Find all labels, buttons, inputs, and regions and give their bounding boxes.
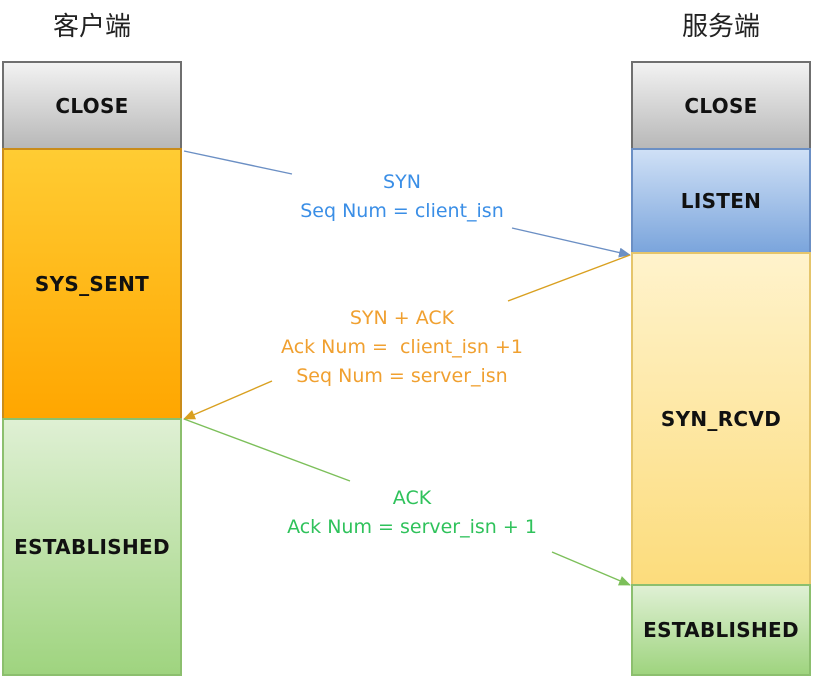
client-title: 客户端 xyxy=(52,12,131,42)
syn-message-line-2: Seq Num = client_isn xyxy=(300,200,504,222)
synack-message-line-2: Ack Num = client_isn +1 xyxy=(281,336,523,358)
server-state-syn-rcvd: SYN_RCVD xyxy=(631,252,811,586)
syn-arrow-segment-end xyxy=(511,227,631,258)
server-state-established: ESTABLISHED xyxy=(631,584,811,676)
ack-message-label: ACK Ack Num = server_isn + 1 xyxy=(232,484,592,542)
server-state-close: CLOSE xyxy=(631,61,811,150)
syn-message-line-1: SYN xyxy=(383,171,421,193)
server-state-listen: LISTEN xyxy=(631,148,811,254)
synack-message-line-1: SYN + ACK xyxy=(349,307,455,329)
synack-message-label: SYN + ACK Ack Num = client_isn +1 Seq Nu… xyxy=(232,304,572,391)
ack-arrow-segment-end xyxy=(551,551,631,586)
ack-message-line-2: Ack Num = server_isn + 1 xyxy=(287,516,537,538)
synack-arrow-segment-start xyxy=(507,254,631,302)
client-state-established: ESTABLISHED xyxy=(2,418,182,676)
synack-arrow-segment-end xyxy=(183,380,273,420)
ack-message-line-1: ACK xyxy=(392,487,432,509)
client-state-close: CLOSE xyxy=(2,61,182,150)
client-state-syn-sent: SYS_SENT xyxy=(2,148,182,420)
ack-arrow-segment-start xyxy=(183,418,351,482)
syn-message-label: SYN Seq Num = client_isn xyxy=(232,168,572,226)
syn-arrow-segment-start xyxy=(183,150,293,175)
synack-message-line-3: Seq Num = server_isn xyxy=(296,365,508,387)
server-title: 服务端 xyxy=(681,12,760,42)
